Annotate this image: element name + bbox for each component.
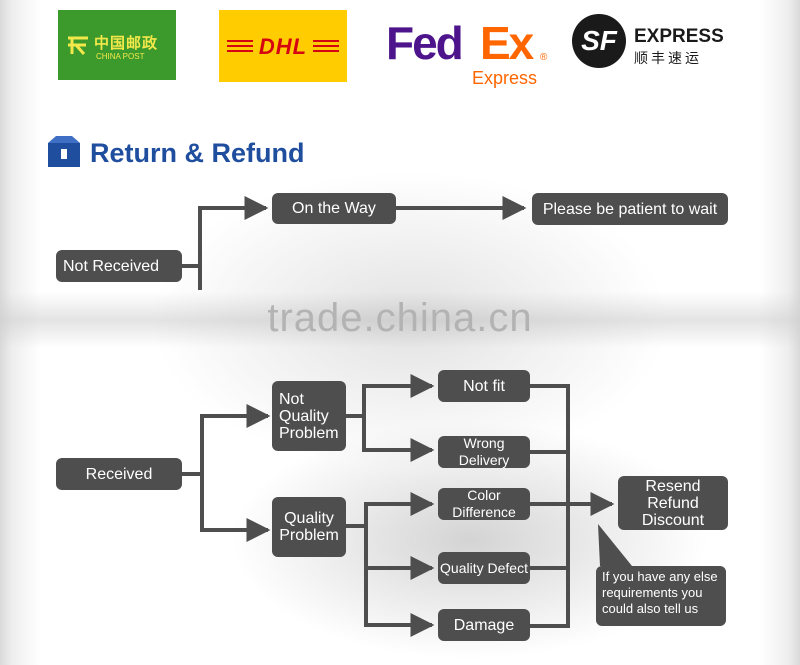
- dhl-logo: DHL: [219, 10, 347, 82]
- note-callout: If you have any else requirements you co…: [596, 566, 726, 626]
- china-post-mark-icon: [68, 36, 88, 55]
- arrow-quality-damage: [364, 568, 435, 637]
- sf-mark: SF: [572, 14, 626, 68]
- arrow-received-not-quality: [182, 404, 271, 476]
- node-quality-defect: Quality Defect: [438, 552, 530, 584]
- node-damage-label: Damage: [453, 616, 515, 634]
- box-icon: [48, 136, 80, 167]
- arrow-received-quality: [200, 474, 271, 542]
- node-not-quality-problem: Not Quality Problem: [272, 381, 346, 451]
- node-outcome-label: Resend Refund Discount: [641, 477, 705, 529]
- arrow-not-quality-wrong-delivery: [362, 416, 435, 462]
- node-not-fit: Not fit: [438, 370, 530, 402]
- node-received: Received: [56, 458, 182, 490]
- arrow-not-received-on-the-way: [182, 196, 269, 268]
- node-damage: Damage: [438, 609, 530, 641]
- node-on-the-way-label: On the Way: [292, 200, 376, 217]
- node-quality-defect-label: Quality Defect: [440, 559, 528, 576]
- node-please-wait-label: Please be patient to wait: [542, 200, 718, 218]
- watermark: trade.china.cn: [267, 296, 533, 340]
- arrow-not-quality-not-fit: [346, 374, 435, 418]
- note-text: If you have any else requirements you co…: [602, 569, 718, 616]
- china-post-logo: 中国邮政 CHINA POST: [58, 10, 176, 80]
- node-quality-problem: Quality Problem: [272, 497, 346, 557]
- node-not-fit-label: Not fit: [463, 377, 505, 395]
- node-received-label: Received: [85, 465, 153, 483]
- node-wrong-delivery: Wrong Delivery: [438, 435, 530, 468]
- fedex-ex: Ex: [480, 17, 534, 69]
- node-please-wait: Please be patient to wait: [532, 193, 728, 225]
- node-not-quality-label: Not Quality Problem: [279, 390, 339, 442]
- node-not-received-label: Not Received: [63, 257, 160, 275]
- arrow-quality-defect: [364, 504, 435, 580]
- fedex-express: Express: [472, 68, 538, 88]
- sf-express-zh: 顺丰速运: [634, 50, 702, 66]
- section-title: Return & Refund: [90, 138, 305, 168]
- node-wrong-delivery-label: Wrong Delivery: [458, 435, 510, 468]
- fedex-logo: Fed Ex ® Express: [386, 16, 556, 96]
- dhl-text: DHL: [253, 34, 313, 60]
- watermark-band: [0, 292, 800, 348]
- fedex-registered: ®: [540, 52, 548, 63]
- node-resend-refund-discount: Resend Refund Discount: [618, 476, 728, 530]
- node-color-difference: Color Difference: [438, 487, 530, 520]
- fedex-fed: Fed: [386, 17, 464, 69]
- sf-express-en: EXPRESS: [634, 26, 724, 47]
- node-quality-label: Quality Problem: [279, 510, 339, 544]
- node-color-difference-label: Color Difference: [452, 487, 516, 520]
- arrow-quality-color-difference: [346, 492, 435, 528]
- china-post-en: CHINA POST: [96, 52, 145, 61]
- sf-express-logo: SF EXPRESS 顺丰速运: [572, 14, 724, 76]
- note-pointer: [598, 524, 632, 566]
- china-post-zh: 中国邮政: [94, 35, 159, 52]
- node-not-received: Not Received: [56, 250, 182, 282]
- node-on-the-way: On the Way: [272, 193, 396, 224]
